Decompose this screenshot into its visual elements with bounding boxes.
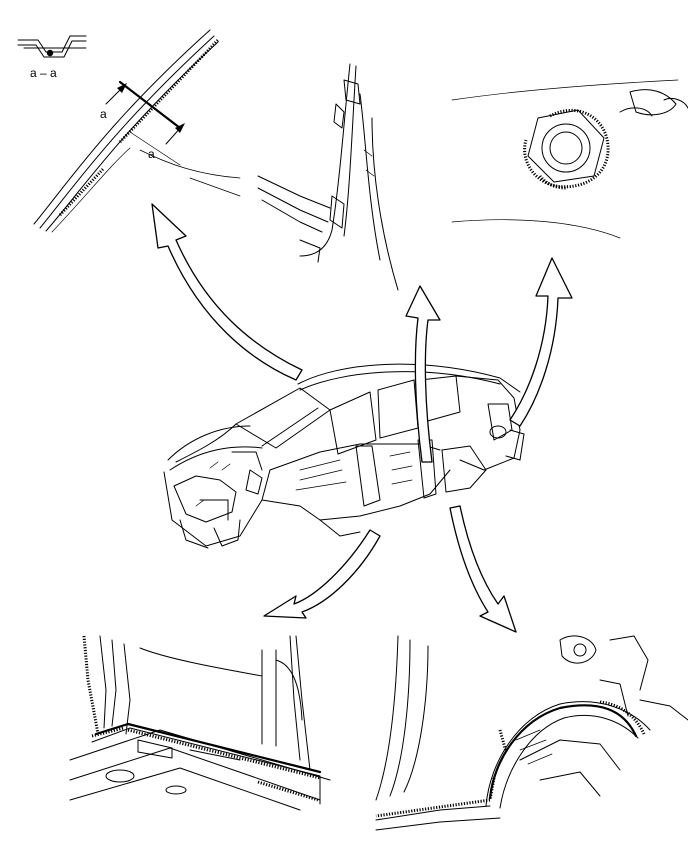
fuel-filler-detail xyxy=(451,79,688,239)
section-aa-inset: a – a xyxy=(17,35,87,80)
callout-arrow-rear-wheel-house xyxy=(449,505,517,633)
section-marker-top: a xyxy=(100,107,107,121)
center-pillar-detail xyxy=(257,63,399,291)
car-body-illustration xyxy=(163,363,525,549)
section-aa-label: a – a xyxy=(30,66,57,80)
callout-arrow-center-pillar xyxy=(405,285,441,463)
section-marker-bottom: a xyxy=(148,147,155,161)
callout-arrow-roof-rail xyxy=(151,203,303,381)
rear-wheel-house-detail xyxy=(375,635,688,831)
rocker-panel-detail xyxy=(69,635,331,811)
roof-rail-detail: a a xyxy=(33,29,241,233)
callout-arrow-rocker-panel xyxy=(263,529,381,619)
callout-arrow-fuel-filler xyxy=(509,257,573,427)
